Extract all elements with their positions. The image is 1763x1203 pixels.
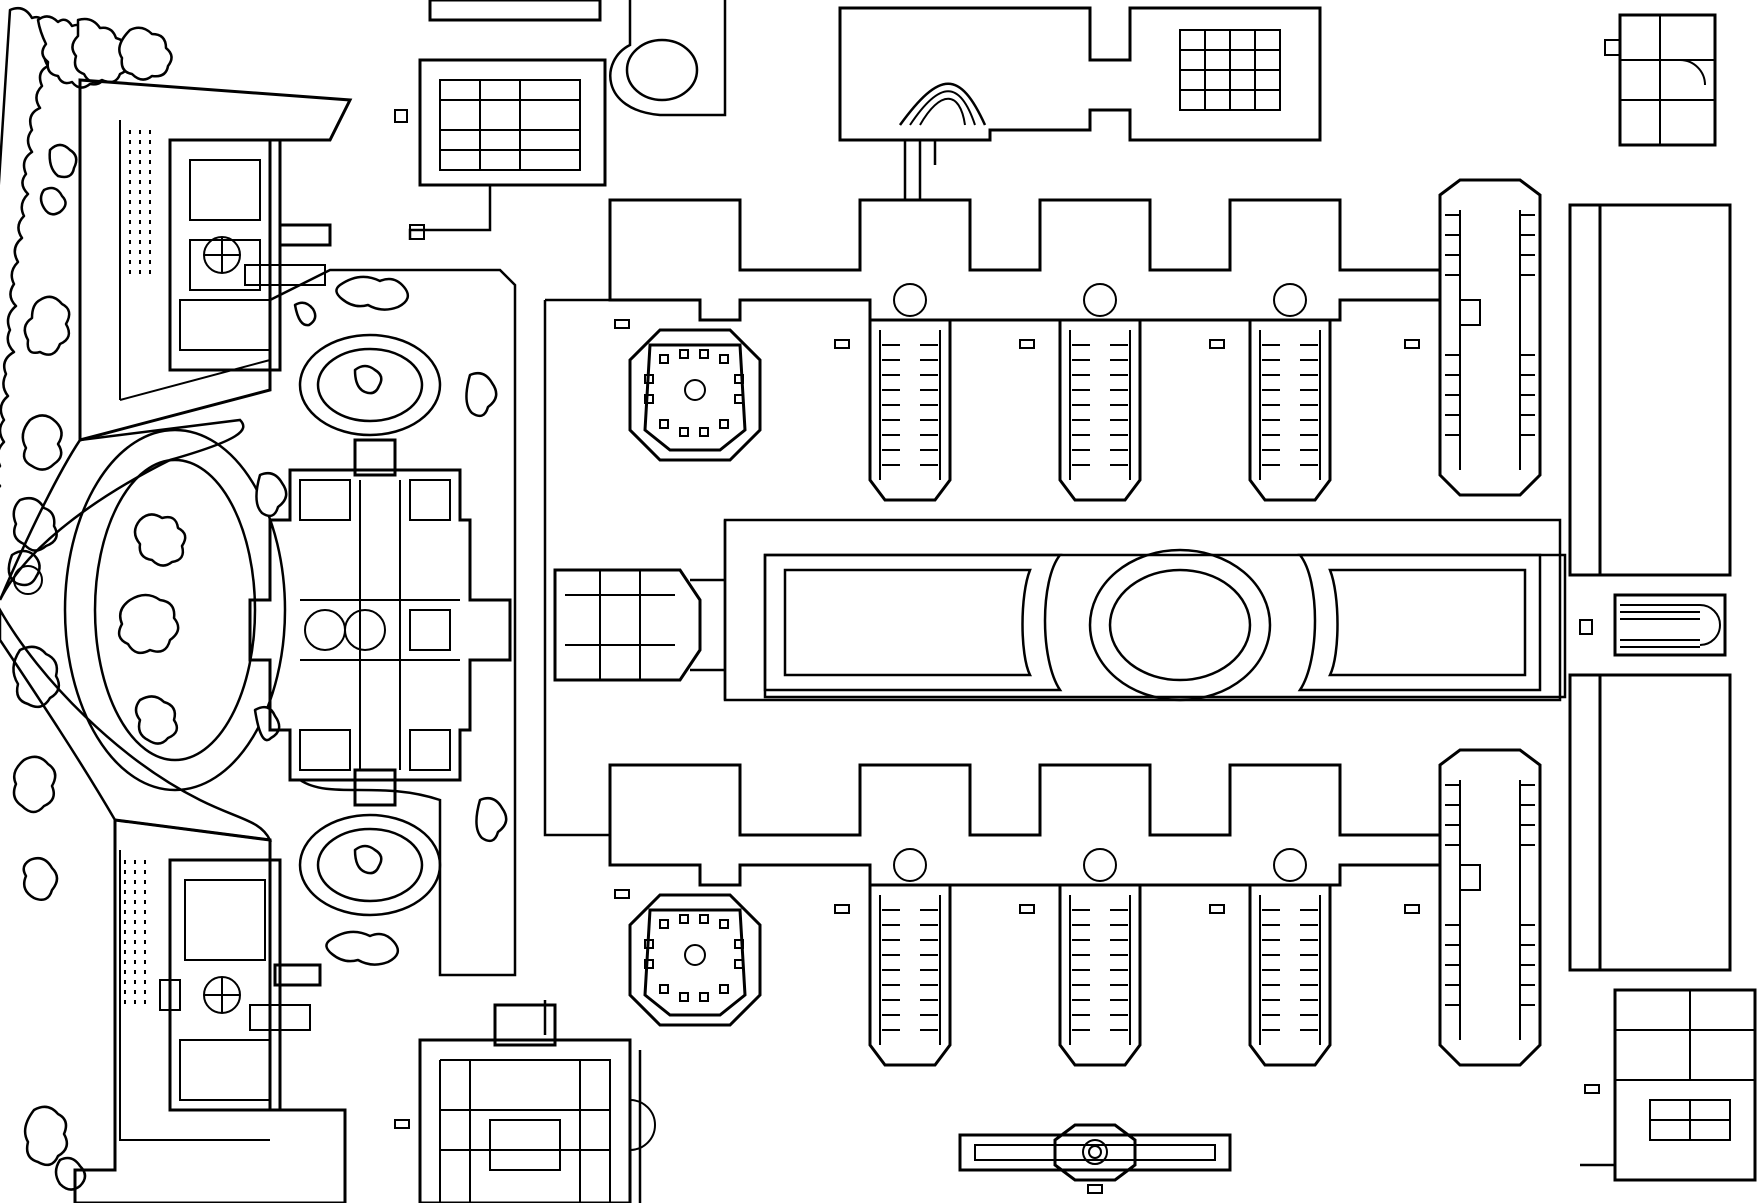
north-barrack-3 [1248,283,1332,502]
north-palace [838,6,1322,202]
southwest-wing [73,818,347,1203]
west-gatehouse [543,298,702,837]
south-barracks [868,748,1542,1067]
west-garden [0,268,517,977]
north-barrack-1 [868,283,952,502]
east-service [1568,203,1732,972]
northwest-wing [78,78,353,442]
south-barrack-3 [1248,848,1332,1067]
northeast-lodge [1604,13,1717,147]
northwest-palace [394,0,727,240]
rotunda-seats-south [644,914,744,1002]
small-markers [394,319,1600,1129]
north-barrack-2 [1058,283,1142,502]
southeast-lodge [1580,988,1757,1182]
south-bridge [958,1123,1232,1194]
south-barrack-2 [1058,848,1142,1067]
central-west-palace [248,438,512,807]
central-parterre [690,518,1567,702]
south-barrack-4 [1438,748,1542,1067]
left-hedge-strip [0,7,173,1191]
north-barracks [868,178,1542,502]
rotunda-seats-north [644,349,744,437]
south-barrack-1 [868,848,952,1067]
south-rotunda [608,763,1442,1027]
north-rotunda [608,198,1442,462]
north-barrack-4 [1438,178,1542,497]
southwest-palace [418,1000,656,1203]
